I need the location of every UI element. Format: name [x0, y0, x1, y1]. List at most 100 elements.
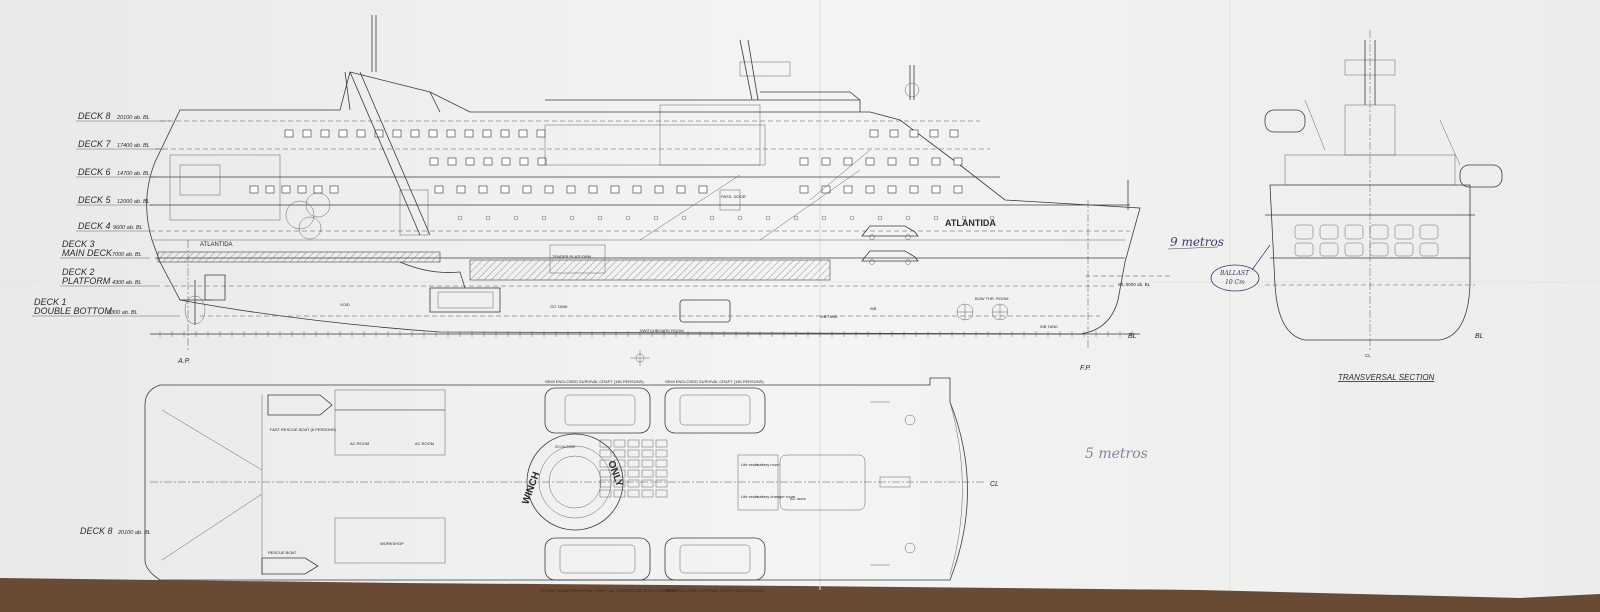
porthole	[625, 215, 631, 221]
window	[929, 129, 939, 138]
plan-cl-label: CL	[990, 481, 999, 488]
pass-door-label: PASS. DOOR	[721, 194, 746, 199]
car-front	[1294, 224, 1314, 240]
seat-block	[641, 439, 654, 448]
transversal-section: CL BL TRANSVERSAL SECTION BALLAST 10 Cm	[1210, 30, 1503, 382]
ship-name: ATLANTIDA	[945, 218, 996, 228]
window	[632, 185, 642, 194]
car-front	[1419, 224, 1439, 240]
deck5-height: 12000 ab. BL	[117, 199, 150, 205]
window	[465, 157, 475, 166]
profile-view: TENDER PLATFORM PASS. DOOR ATLANTIDA ATL…	[146, 15, 1170, 372]
car-front	[1344, 242, 1364, 257]
window	[953, 185, 963, 194]
bl-label-profile: BL	[1128, 333, 1137, 340]
window	[953, 157, 963, 166]
deck8-height: 20100 ab. BL	[116, 115, 150, 121]
window	[302, 129, 312, 138]
window	[909, 185, 919, 194]
deck2-height: 4300 ab. BL	[112, 280, 142, 286]
window	[338, 129, 348, 138]
window	[931, 185, 941, 194]
deck3-name: DECK 3	[62, 239, 95, 249]
window	[428, 129, 438, 138]
bow-thr-room-label: BOW THR. ROOM	[975, 296, 1008, 301]
porthole	[513, 215, 519, 221]
window	[281, 185, 291, 194]
life-vests-1-label: Life vests	[741, 462, 758, 467]
window	[297, 185, 307, 194]
window	[313, 185, 323, 194]
window	[329, 185, 339, 194]
seat-block	[641, 489, 654, 498]
window	[865, 185, 875, 194]
porthole	[905, 215, 911, 221]
window	[446, 129, 456, 138]
window	[482, 129, 492, 138]
ac-room-2-label: AC ROOM	[415, 441, 434, 446]
window	[676, 185, 686, 194]
porthole	[765, 215, 771, 221]
seat-block	[599, 469, 612, 478]
paper	[0, 0, 1600, 598]
car-front	[1394, 224, 1414, 240]
car-front	[1294, 242, 1314, 257]
porthole	[989, 215, 995, 221]
seat-block	[641, 469, 654, 478]
battery-room-label: battery room	[757, 462, 780, 467]
deck8-name: DECK 8	[78, 111, 111, 121]
window	[518, 129, 528, 138]
deck6-height: 14700 ab. BL	[117, 171, 150, 177]
tank-label-5: WB TANK	[1040, 324, 1058, 329]
seat-block	[655, 439, 668, 448]
seat-block	[599, 449, 612, 458]
seat-block	[627, 479, 640, 488]
car-front	[1319, 242, 1339, 257]
section-cl-label: CL	[1365, 353, 1371, 358]
seat-block	[599, 479, 612, 488]
window	[887, 185, 897, 194]
ballast-note-line1: BALLAST	[1219, 270, 1250, 277]
porthole	[793, 215, 799, 221]
ac-room-1-label: AC ROOM	[350, 441, 369, 446]
window	[284, 129, 294, 138]
window	[654, 185, 664, 194]
window	[821, 185, 831, 194]
seat-block	[627, 439, 640, 448]
wl-label: WL 5000 ab. BL	[1118, 282, 1151, 287]
profile-windows	[249, 129, 995, 221]
window	[522, 185, 532, 194]
window	[889, 129, 899, 138]
window	[320, 129, 330, 138]
deck5-name: DECK 5	[78, 195, 112, 205]
cruise-tender-label: CRUISE TENDER/SURVIVAL CRAFT (90 TENDER)…	[540, 588, 677, 593]
porthole	[737, 215, 743, 221]
seat-block	[655, 479, 668, 488]
window	[501, 157, 511, 166]
window	[537, 157, 547, 166]
seat-block	[655, 449, 668, 458]
ap-label: A.P.	[177, 358, 190, 365]
seat-grid	[599, 439, 668, 498]
deck3-height: 7000 ab. BL	[112, 252, 142, 258]
workshop-label: WORKSHOP	[380, 541, 404, 546]
window	[464, 129, 474, 138]
seat-block	[655, 459, 668, 468]
car-front	[1319, 224, 1339, 240]
tank-label-2: VOID	[340, 302, 350, 307]
window	[536, 129, 546, 138]
tank-label-6: SWITCHBOARD ROOM	[640, 328, 684, 333]
window	[843, 185, 853, 194]
date-note: 20.04.2009	[555, 444, 576, 449]
window	[483, 157, 493, 166]
window	[429, 157, 439, 166]
deck1-height: 1300 ab. BL	[108, 310, 138, 316]
life-vests-2-label: Life vests	[741, 494, 758, 499]
porthole	[709, 215, 715, 221]
porthole	[597, 215, 603, 221]
porthole	[877, 215, 883, 221]
ship-name-stern: ATLANTIDA	[200, 242, 233, 248]
porthole	[933, 215, 939, 221]
